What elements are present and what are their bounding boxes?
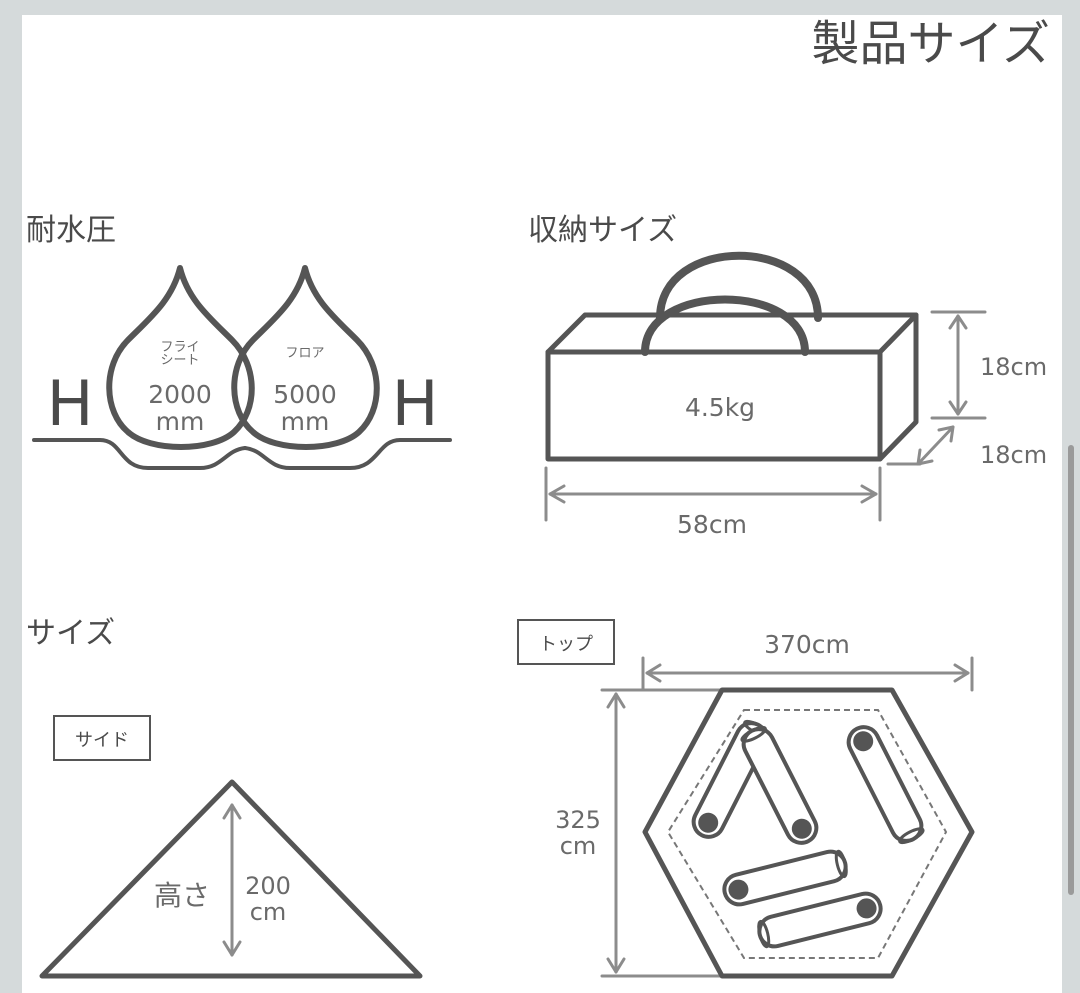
tent-floor-inner-outline <box>666 709 948 959</box>
side-height-value: 200 <box>245 872 291 900</box>
top-width-label: 370cm <box>764 630 850 659</box>
ground-line-left <box>32 438 247 470</box>
fly-sheet-drop-icon <box>106 265 255 450</box>
floor-unit: mm <box>281 407 330 436</box>
storage-heading: 収納サイズ <box>528 213 677 248</box>
fly-sheet-label-line2: シート <box>160 353 199 368</box>
size-section: サイズ サイド 高さ 200 cm トップ 370cm 325 <box>26 616 975 979</box>
side-view-tag-label: サイド <box>75 730 129 751</box>
side-view-tag <box>53 715 151 761</box>
storage-bag-icon <box>545 312 919 462</box>
bag-height-dimension <box>930 310 987 420</box>
page-title: 製品サイズ <box>811 16 1050 72</box>
bag-height-label: 18cm <box>980 353 1047 381</box>
top-depth-unit: cm <box>560 832 597 860</box>
sleeping-bag-icon <box>757 891 883 949</box>
sleeping-bags-group <box>691 719 925 949</box>
waterproof-section: 耐水圧 H H フライ シート 2000 mm フロア 5000 mm <box>26 213 452 470</box>
bag-width-dimension <box>544 466 882 522</box>
floor-drop-icon <box>231 265 380 450</box>
side-height-dimension <box>222 803 242 957</box>
top-width-dimension <box>641 656 974 692</box>
sheet-background <box>22 15 1062 993</box>
ground-line-right <box>243 438 452 470</box>
bag-weight: 4.5kg <box>685 393 755 422</box>
bag-width-label: 58cm <box>677 510 747 539</box>
bag-handle-front-icon <box>641 295 809 356</box>
scrollbar[interactable] <box>1068 445 1074 895</box>
right-h-letter: H <box>392 367 439 440</box>
top-view-tag-label: トップ <box>539 634 593 655</box>
storage-section: 収納サイズ 4.5kg 18cm 18cm <box>528 213 1047 539</box>
bag-depth-dimension <box>886 425 955 466</box>
fly-sheet-label-line1: フライ <box>160 340 199 355</box>
fly-sheet-unit: mm <box>156 407 205 436</box>
sleeping-bag-icon <box>846 725 925 845</box>
side-view-triangle-icon <box>39 779 423 979</box>
floor-value: 5000 <box>273 380 337 409</box>
waterproof-heading: 耐水圧 <box>26 213 116 248</box>
fly-sheet-value: 2000 <box>148 380 212 409</box>
top-depth-dimension <box>600 688 724 978</box>
sleeping-bag-icon <box>740 725 819 845</box>
side-height-label: 高さ <box>154 879 210 912</box>
side-height-unit: cm <box>250 898 287 926</box>
top-view-tag <box>517 619 615 665</box>
top-depth-value: 325 <box>555 806 601 834</box>
left-h-letter: H <box>47 367 94 440</box>
bag-depth-label: 18cm <box>980 441 1047 469</box>
tent-floor-hexagon-icon <box>642 687 975 979</box>
bag-handle-back-icon <box>656 251 822 322</box>
size-heading: サイズ <box>26 616 115 651</box>
floor-label: フロア <box>285 346 324 361</box>
sleeping-bag-icon <box>722 849 848 907</box>
